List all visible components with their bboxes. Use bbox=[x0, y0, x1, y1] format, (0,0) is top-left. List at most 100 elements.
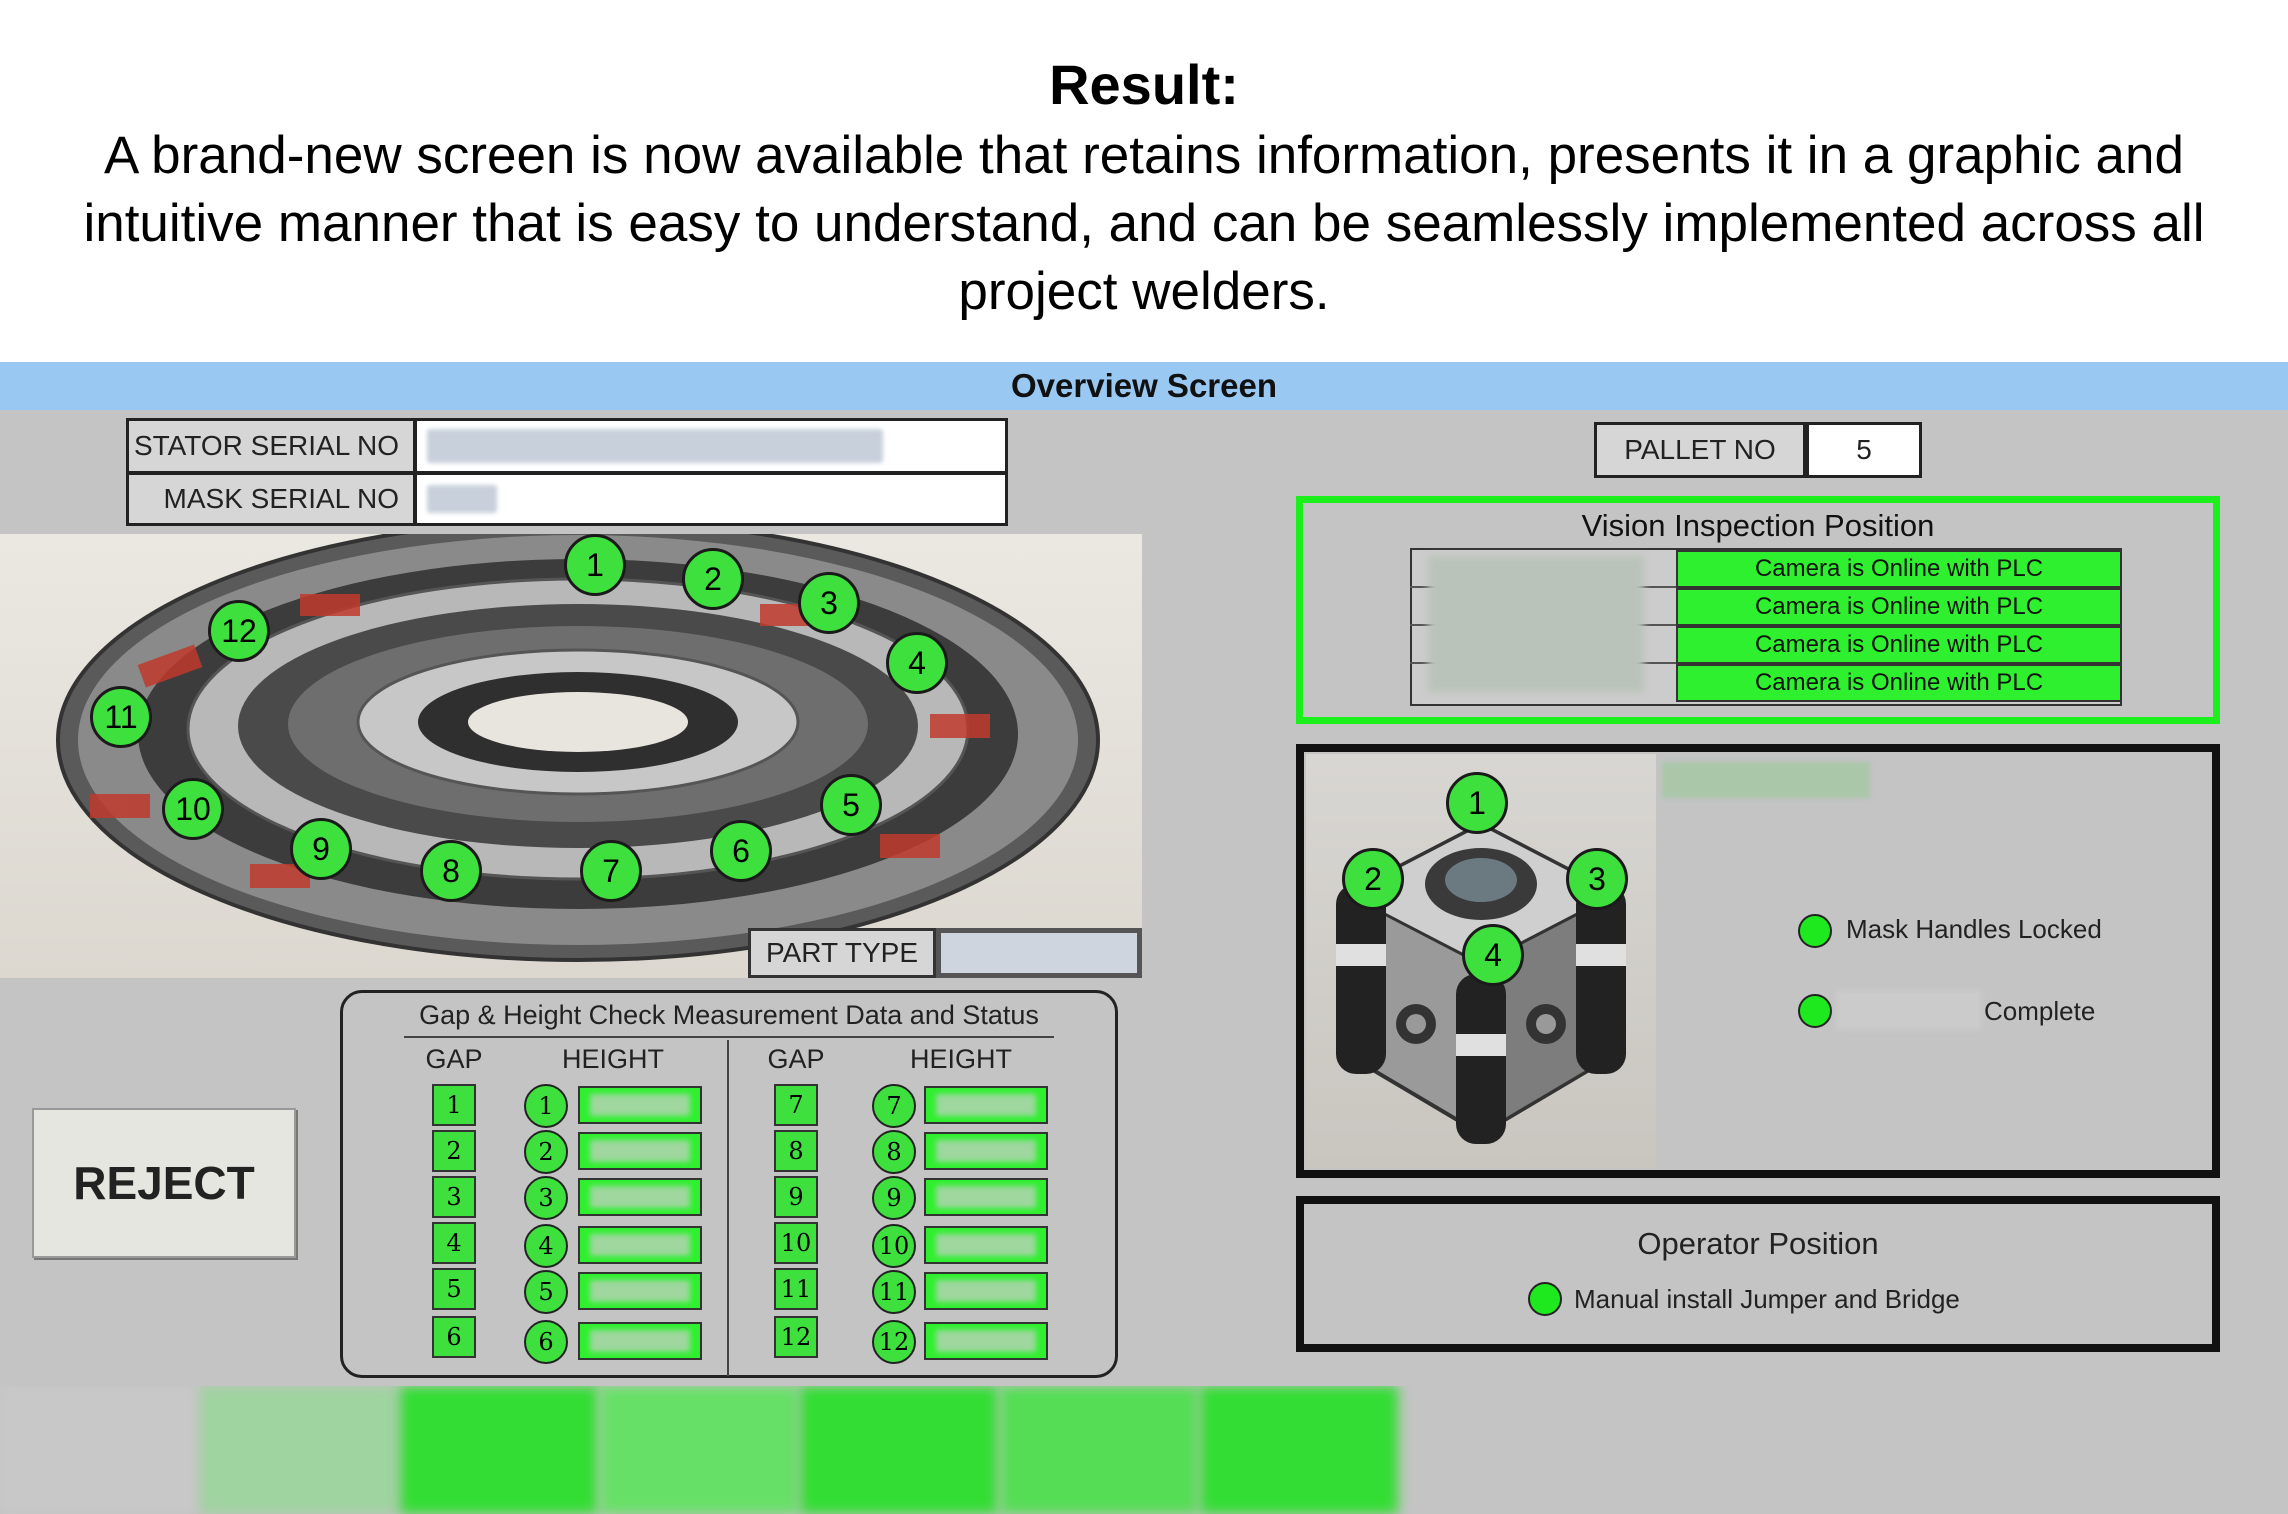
height-value-5 bbox=[578, 1272, 702, 1310]
part-type-field[interactable] bbox=[936, 928, 1142, 978]
stator-image: 1 2 3 4 5 6 7 8 9 10 11 12 bbox=[0, 534, 1142, 978]
height-status-10: 10 bbox=[872, 1224, 916, 1268]
mask-image: 1 2 3 4 bbox=[1306, 754, 1656, 1168]
height-value-3 bbox=[578, 1178, 702, 1216]
stator-position-1: 1 bbox=[564, 534, 626, 596]
camera-status-3: Camera is Online with PLC bbox=[1676, 626, 2122, 664]
stator-position-4: 4 bbox=[886, 632, 948, 694]
divider bbox=[727, 1040, 729, 1376]
height-status-3: 3 bbox=[524, 1176, 568, 1220]
nav-tab-6[interactable] bbox=[1000, 1386, 1198, 1514]
gap-status-1: 1 bbox=[432, 1084, 476, 1126]
gap-status-7: 7 bbox=[774, 1084, 818, 1126]
mask-serial-label: MASK SERIAL NO bbox=[126, 472, 416, 526]
operator-title: Operator Position bbox=[1637, 1226, 1879, 1261]
stator-position-3: 3 bbox=[798, 572, 860, 634]
gap-header-left: GAP bbox=[425, 1044, 483, 1074]
mask-position-2: 2 bbox=[1342, 848, 1404, 910]
height-status-9: 9 bbox=[872, 1176, 916, 1220]
height-value-2 bbox=[578, 1132, 702, 1170]
gap-status-9: 9 bbox=[774, 1176, 818, 1218]
nav-tab-1[interactable] bbox=[0, 1386, 198, 1514]
nav-tab-7[interactable] bbox=[1200, 1386, 1398, 1514]
gap-header-right: GAP bbox=[767, 1044, 825, 1074]
bottom-navigation bbox=[0, 1386, 1428, 1514]
gap-status-4: 4 bbox=[432, 1222, 476, 1264]
gap-height-panel bbox=[340, 990, 1118, 1378]
mask-position-1: 1 bbox=[1446, 772, 1508, 834]
stator-position-9: 9 bbox=[290, 818, 352, 880]
height-value-9 bbox=[924, 1178, 1048, 1216]
caption-title: Result: bbox=[1049, 53, 1239, 116]
height-header-left: HEIGHT bbox=[561, 1044, 664, 1074]
height-value-6 bbox=[578, 1322, 702, 1360]
mask-position-4: 4 bbox=[1462, 924, 1524, 986]
height-value-10 bbox=[924, 1226, 1048, 1264]
pallet-label: PALLET NO bbox=[1594, 422, 1806, 478]
vision-inspection-panel bbox=[1296, 496, 2220, 724]
operator-status-label: Manual install Jumper and Bridge bbox=[1574, 1284, 1960, 1314]
stator-illustration bbox=[56, 534, 1100, 962]
stator-position-6: 6 bbox=[710, 820, 772, 882]
gap-status-5: 5 bbox=[432, 1268, 476, 1310]
gap-height-panel-title: Gap & Height Check Measurement Data and … bbox=[419, 1000, 1039, 1030]
gap-status-8: 8 bbox=[774, 1130, 818, 1172]
camera-names-redacted bbox=[1428, 556, 1644, 692]
stator-position-11: 11 bbox=[90, 686, 152, 748]
gap-status-11: 11 bbox=[774, 1268, 818, 1310]
height-status-8: 8 bbox=[872, 1130, 916, 1174]
height-value-12 bbox=[924, 1322, 1048, 1360]
divider bbox=[404, 1036, 1054, 1038]
height-status-11: 11 bbox=[872, 1270, 916, 1314]
pallet-value: 5 bbox=[1806, 422, 1922, 478]
mask-status-redacted bbox=[1662, 762, 1870, 798]
mask-serial-field[interactable] bbox=[414, 472, 1008, 526]
height-status-5: 5 bbox=[524, 1270, 568, 1314]
height-status-6: 6 bbox=[524, 1320, 568, 1364]
gap-status-6: 6 bbox=[432, 1316, 476, 1358]
mask-panel bbox=[1296, 744, 2220, 1178]
operator-panel bbox=[1296, 1196, 2220, 1352]
stator-position-12: 12 bbox=[208, 600, 270, 662]
part-type-label: PART TYPE bbox=[748, 928, 936, 978]
camera-status-4: Camera is Online with PLC bbox=[1676, 664, 2122, 702]
height-status-12: 12 bbox=[872, 1320, 916, 1364]
height-status-7: 7 bbox=[872, 1084, 916, 1128]
nav-tab-2[interactable] bbox=[200, 1386, 398, 1514]
height-value-7 bbox=[924, 1086, 1048, 1124]
nav-tab-4[interactable] bbox=[600, 1386, 798, 1514]
nav-tab-5[interactable] bbox=[800, 1386, 998, 1514]
height-value-4 bbox=[578, 1226, 702, 1264]
operator-status-indicator bbox=[1528, 1282, 1562, 1316]
stator-position-7: 7 bbox=[580, 840, 642, 902]
stator-position-5: 5 bbox=[820, 774, 882, 836]
redacted-value bbox=[427, 485, 497, 513]
camera-status-1: Camera is Online with PLC bbox=[1676, 550, 2122, 588]
height-status-2: 2 bbox=[524, 1130, 568, 1174]
camera-status-2: Camera is Online with PLC bbox=[1676, 588, 2122, 626]
mask-locked-indicator bbox=[1798, 914, 1832, 948]
height-value-8 bbox=[924, 1132, 1048, 1170]
stator-serial-label: STATOR SERIAL NO bbox=[126, 418, 416, 474]
height-status-1: 1 bbox=[524, 1084, 568, 1128]
vision-inspection-title: Vision Inspection Position bbox=[1581, 508, 1935, 543]
height-status-4: 4 bbox=[524, 1224, 568, 1268]
nav-tab-3[interactable] bbox=[400, 1386, 598, 1514]
gap-status-3: 3 bbox=[432, 1176, 476, 1218]
gap-status-12: 12 bbox=[774, 1316, 818, 1358]
redacted-label bbox=[1836, 990, 1982, 1030]
mask-position-3: 3 bbox=[1566, 848, 1628, 910]
screen-title: Overview Screen bbox=[0, 362, 2288, 410]
stator-serial-field[interactable] bbox=[414, 418, 1008, 474]
reject-button[interactable]: REJECT bbox=[32, 1108, 296, 1258]
height-value-1 bbox=[578, 1086, 702, 1124]
stator-position-2: 2 bbox=[682, 548, 744, 610]
height-value-11 bbox=[924, 1272, 1048, 1310]
caption-body: A brand-new screen is now available that… bbox=[83, 126, 2205, 321]
stator-position-8: 8 bbox=[420, 840, 482, 902]
height-header-right: HEIGHT bbox=[909, 1044, 1012, 1074]
gap-status-10: 10 bbox=[774, 1222, 818, 1264]
complete-label: Complete bbox=[1984, 996, 2096, 1026]
redacted-value bbox=[427, 429, 883, 463]
complete-indicator bbox=[1798, 994, 1832, 1028]
